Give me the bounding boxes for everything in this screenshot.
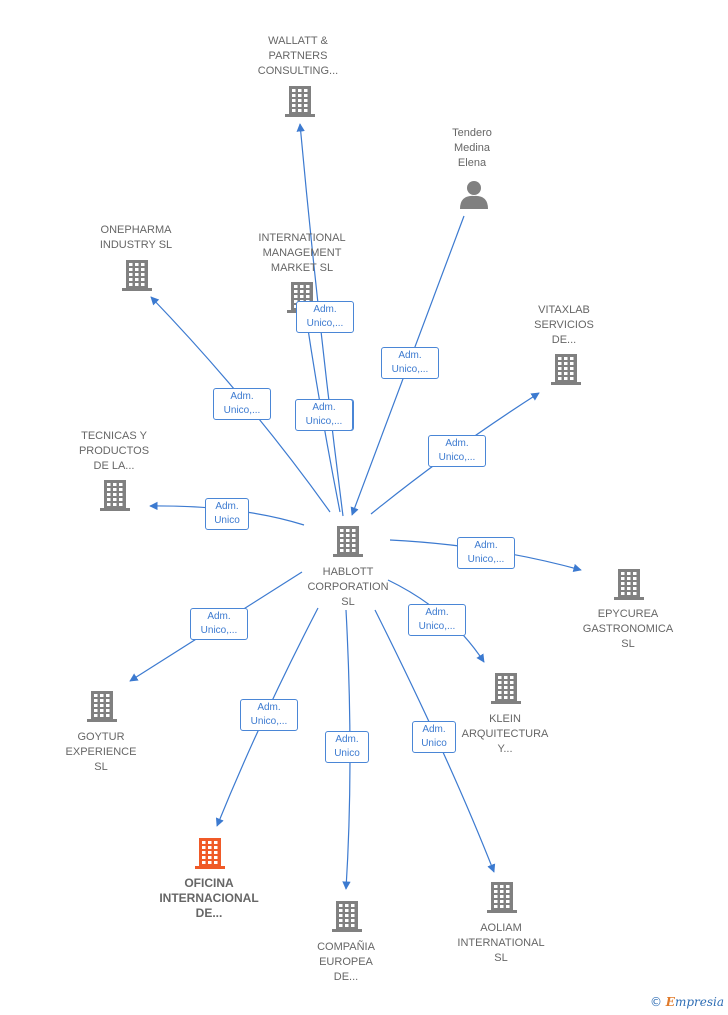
wallatt-building-icon[interactable] xyxy=(285,86,315,117)
edge-label-extra[interactable]: Adm. Unico,... xyxy=(295,399,353,431)
node-label-goytur[interactable]: GOYTUR EXPERIENCE SL xyxy=(65,731,137,773)
edge-label-hablott-wallatt[interactable]: Adm. Unico,... xyxy=(296,301,354,333)
node-label-klein[interactable]: KLEIN ARQUITECTURA Y... xyxy=(461,713,549,755)
edge-label-hablott-aoliam[interactable]: Adm. Unico xyxy=(412,721,456,753)
node-label-aoliam[interactable]: AOLIAM INTERNATIONAL SL xyxy=(457,922,545,964)
node-label-hablott[interactable]: HABLOTT CORPORATION SL xyxy=(307,566,389,608)
hablott-building-icon[interactable] xyxy=(333,526,363,557)
tecnicas-building-icon[interactable] xyxy=(100,480,130,511)
node-label-epycurea[interactable]: EPYCUREA GASTRONOMICA SL xyxy=(582,608,674,650)
node-label-intl_mgmt[interactable]: INTERNATIONAL MANAGEMENT MARKET SL xyxy=(258,232,346,274)
edge-label-hablott-tecnicas[interactable]: Adm. Unico xyxy=(205,498,249,530)
node-label-onepharma[interactable]: ONEPHARMA INDUSTRY SL xyxy=(99,224,173,251)
tendero-person-icon[interactable] xyxy=(460,181,488,209)
edge-label-tendero-hablott[interactable]: Adm. Unico,... xyxy=(381,347,439,379)
onepharma-building-icon[interactable] xyxy=(122,260,152,291)
node-label-wallatt[interactable]: WALLATT & PARTNERS CONSULTING... xyxy=(257,35,339,77)
edge-label-hablott-klein[interactable]: Adm. Unico,... xyxy=(408,604,466,636)
edge-label-hablott-vitaxlab[interactable]: Adm. Unico,... xyxy=(428,435,486,467)
edge-label-hablott-oficina[interactable]: Adm. Unico,... xyxy=(240,699,298,731)
edge-label-hablott-epycurea[interactable]: Adm. Unico,... xyxy=(457,537,515,569)
empresia-logo: © Empresia xyxy=(649,995,724,1009)
epycurea-building-icon[interactable] xyxy=(614,569,644,600)
node-label-tecnicas[interactable]: TECNICAS Y PRODUCTOS DE LA... xyxy=(78,430,150,472)
klein-building-icon[interactable] xyxy=(491,673,521,704)
edge-label-hablott-goytur[interactable]: Adm. Unico,... xyxy=(190,608,248,640)
goytur-building-icon[interactable] xyxy=(87,691,117,722)
node-label-vitaxlab[interactable]: VITAXLAB SERVICIOS DE... xyxy=(534,304,594,346)
edge-label-hablott-compania[interactable]: Adm. Unico xyxy=(325,731,369,763)
node-label-tendero[interactable]: Tendero Medina Elena xyxy=(452,127,492,169)
vitaxlab-building-icon[interactable] xyxy=(551,354,581,385)
aoliam-building-icon[interactable] xyxy=(487,882,517,913)
node-label-compania[interactable]: COMPAÑIA EUROPEA DE... xyxy=(317,941,375,983)
edge-label-hablott-onepharma[interactable]: Adm. Unico,... xyxy=(213,388,271,420)
node-label-oficina[interactable]: OFICINA INTERNACIONAL DE... xyxy=(159,876,259,920)
oficina-building-icon[interactable] xyxy=(195,838,225,869)
compania-building-icon[interactable] xyxy=(332,901,362,932)
